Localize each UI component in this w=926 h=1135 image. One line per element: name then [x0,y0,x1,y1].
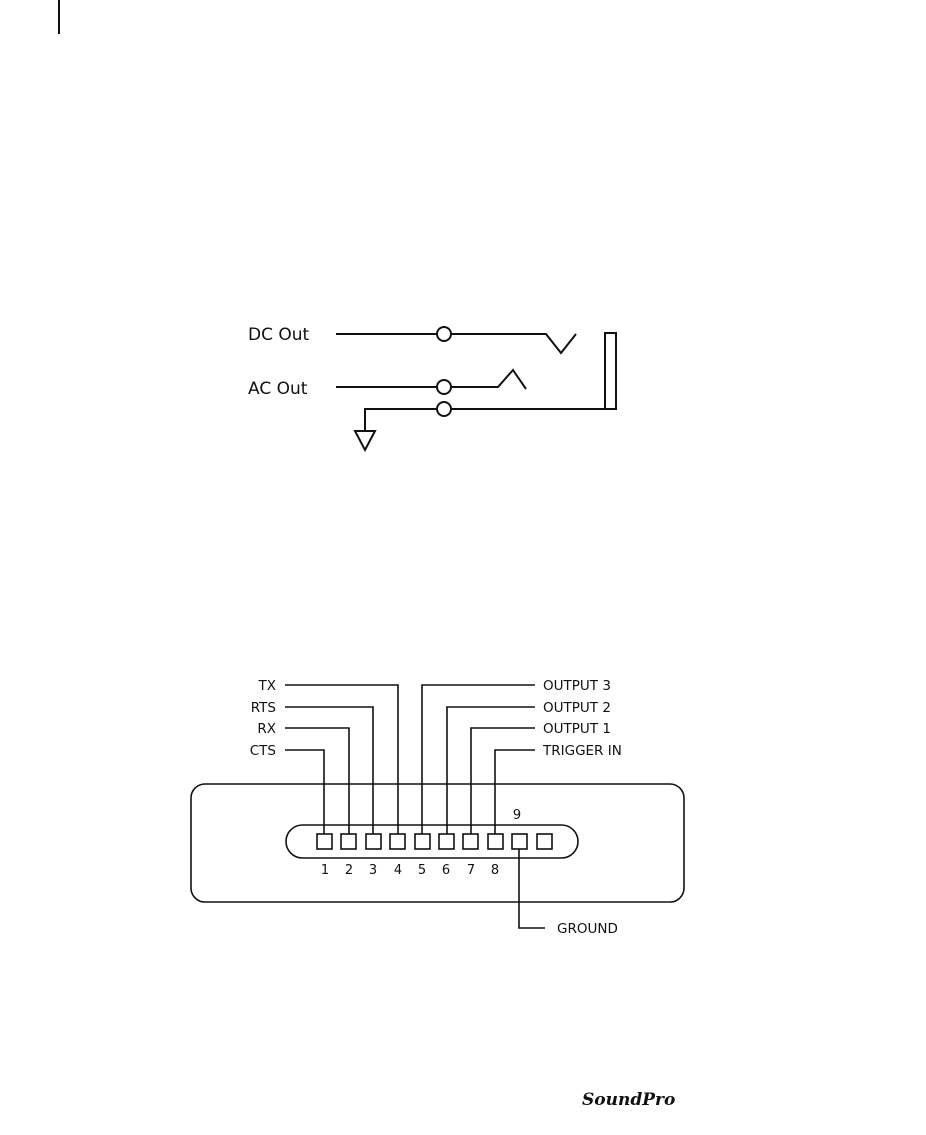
dc-out-contact [451,333,577,355]
pin-9-number: 9 [513,808,521,823]
connector-diagram: TX RTS RX CTS OUTPUT 3 OUTPUT 2 OUTPUT 1… [190,678,685,937]
ac-out-contact [451,368,527,390]
wire-ground [518,849,545,929]
pin-2 [340,833,357,850]
signal-tx-label: TX [258,678,277,694]
pin-7 [462,833,479,850]
pin-number: 8 [491,863,499,878]
ac-out-label: AC Out [248,379,308,399]
sleeve-terminal [436,401,452,417]
signal-rx-label: RX [257,721,276,737]
ground-symbol [353,430,377,453]
jack-body [604,332,617,410]
pin-10 [536,833,553,850]
pin-number: 1 [321,863,329,878]
pin-number: 6 [442,863,450,878]
wire-output2 [446,706,535,834]
ground-label: GROUND [557,921,618,937]
signal-output3-label: OUTPUT 3 [543,678,611,694]
dc-out-label: DC Out [248,325,310,345]
pin-8 [487,833,504,850]
pin-1 [316,833,333,850]
pin-number: 4 [394,863,402,878]
signal-trigger-in-label: TRIGGER IN [542,743,622,759]
connector-shell [285,824,579,859]
pin-5 [414,833,431,850]
signal-rts-label: RTS [251,700,276,716]
soundpro-logo: SoundPro [582,1090,675,1110]
pin-number: 5 [418,863,426,878]
pin-number: 3 [369,863,377,878]
signal-cts-label: CTS [250,743,276,759]
wire-rts [285,706,374,834]
wire-output1 [470,727,535,834]
signal-output2-label: OUTPUT 2 [543,700,611,716]
pin-4 [389,833,406,850]
pin-number: 2 [345,863,353,878]
pin-number: 7 [467,863,475,878]
pin-3 [365,833,382,850]
connector-housing [190,783,685,903]
wire-trigger-in [494,749,535,834]
wire-rx [285,727,350,834]
ac-out-terminal [436,379,452,395]
pin-6 [438,833,455,850]
dc-out-terminal [436,326,452,342]
ground-wire [364,408,437,431]
pin-9 [511,833,528,850]
signal-output1-label: OUTPUT 1 [543,721,611,737]
jack-diagram: DC Out AC Out [248,325,617,453]
wire-cts [285,749,325,834]
